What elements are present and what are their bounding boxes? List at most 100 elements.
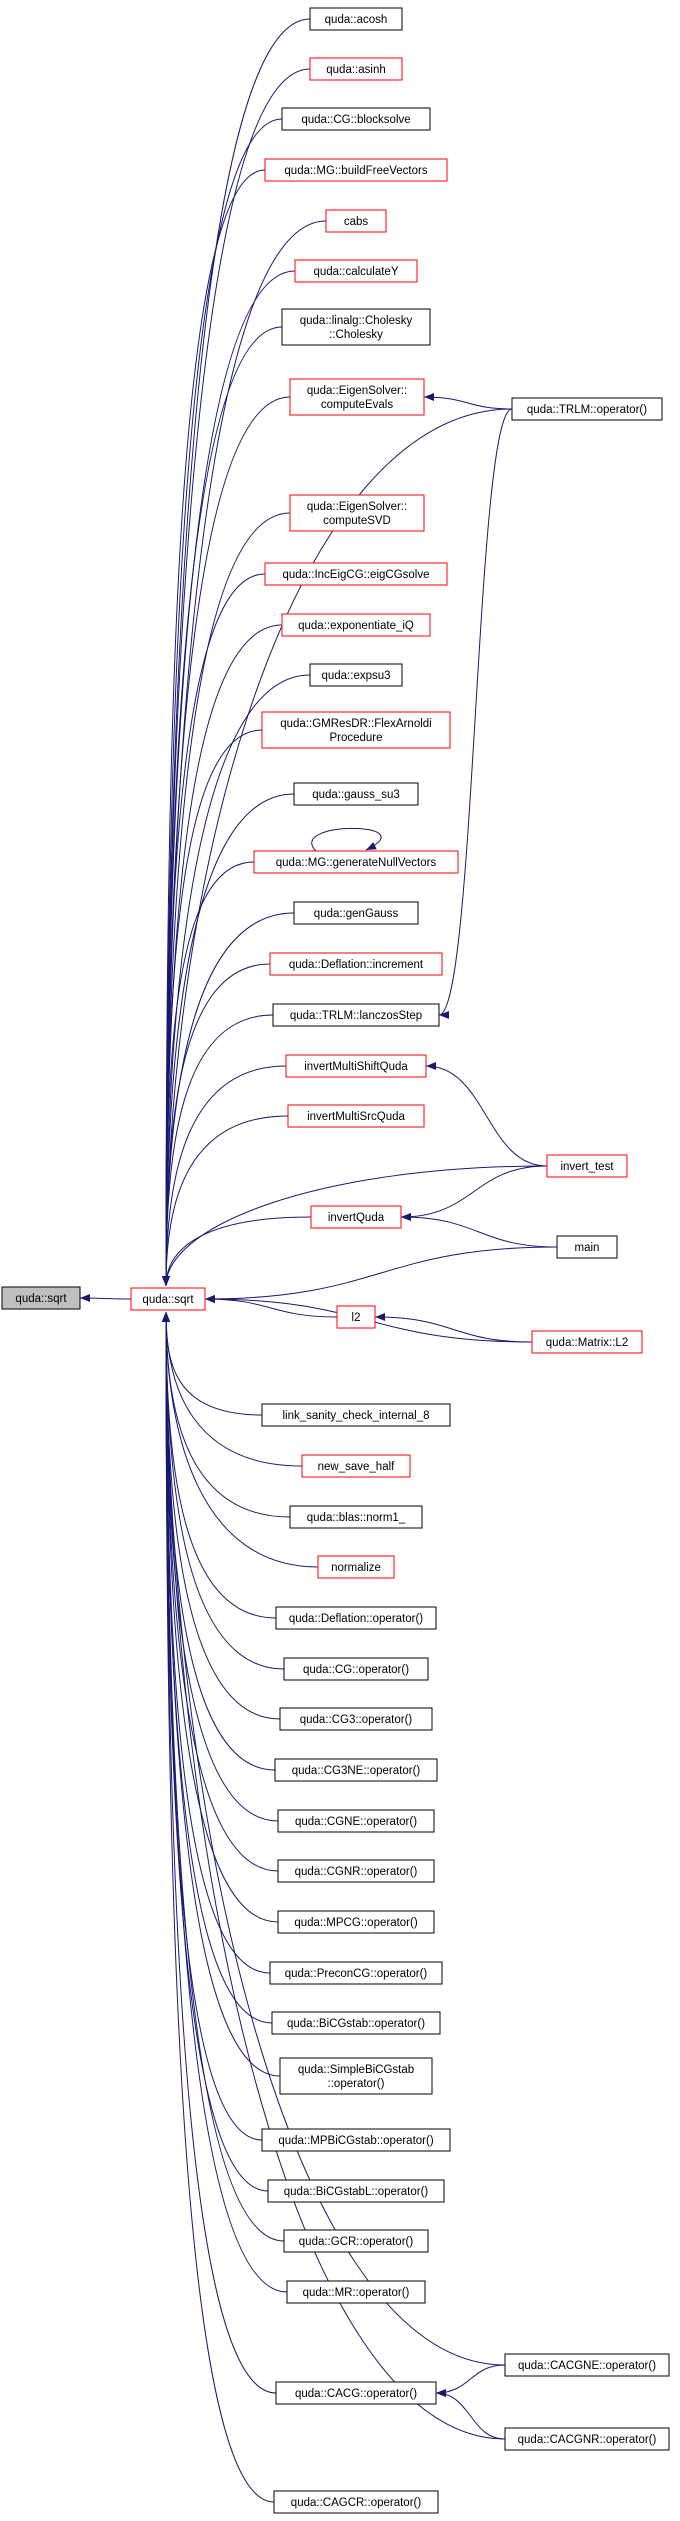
node-mrop[interactable]: quda::MR::operator() <box>286 2280 426 2304</box>
node-l2[interactable]: l2 <box>336 1305 376 1329</box>
node-inceig[interactable]: quda::IncEigCG::eigCGsolve <box>264 562 448 586</box>
node-lanczos[interactable]: quda::TRLM::lanczosStep <box>272 1003 440 1027</box>
node-sqrt_root: quda::sqrt <box>1 1286 81 1310</box>
node-cagcr[interactable]: quda::CAGCR::operator() <box>273 2490 439 2514</box>
node-label: quda::acosh <box>325 14 388 26</box>
node-gennull[interactable]: quda::MG::generateNullVectors <box>253 850 459 874</box>
node-label: quda::MR::operator() <box>303 2287 410 2299</box>
edge-inceig-to-sqrt <box>162 573 266 1287</box>
edge-computeSVD-to-sqrt <box>162 512 291 1287</box>
edge-gennull-to-gennull <box>311 827 382 852</box>
edge-mpbicg-to-sqrt <box>162 1311 263 2141</box>
edge-definc-to-sqrt <box>162 963 271 1287</box>
node-cacgnr[interactable]: quda::CACGNR::operator() <box>504 2427 670 2451</box>
node-computeSVD[interactable]: quda::EigenSolver::computeSVD <box>289 494 425 532</box>
node-bicgop[interactable]: quda::BiCGstab::operator() <box>271 2011 441 2035</box>
node-label: quda::MG::buildFreeVectors <box>284 165 427 177</box>
edge-inverttest-to-sqrt <box>162 1165 548 1287</box>
node-cacgop[interactable]: quda::CACG::operator() <box>275 2381 437 2405</box>
node-blocksolve[interactable]: quda::CG::blocksolve <box>281 107 431 131</box>
node-expiQ[interactable]: quda::exponentiate_iQ <box>281 613 431 637</box>
node-normalize[interactable]: normalize <box>317 1555 395 1579</box>
edge-invshift-to-sqrt <box>162 1065 287 1287</box>
node-box <box>279 2057 433 2095</box>
edge-buildfree-to-sqrt <box>162 169 266 1287</box>
node-box <box>283 1657 429 1681</box>
node-inverttest[interactable]: invert_test <box>546 1154 628 1178</box>
node-layer: quda::sqrt quda::sqrt quda::acoshquda::asi… <box>1 7 670 2514</box>
edge-matl2-to-l2 <box>374 1313 533 1343</box>
node-mpbicg[interactable]: quda::MPBiCGstab::operator() <box>261 2128 451 2152</box>
node-gausssu3[interactable]: quda::gauss_su3 <box>293 782 419 806</box>
node-label: quda::EigenSolver:: <box>307 501 407 513</box>
node-defop[interactable]: quda::Deflation::operator() <box>275 1606 437 1630</box>
node-trlmop[interactable]: quda::TRLM::operator() <box>511 397 663 421</box>
node-cgneop[interactable]: quda::CGNE::operator() <box>277 1809 435 1833</box>
node-buildfree[interactable]: quda::MG::buildFreeVectors <box>264 158 448 182</box>
node-label: quda::CG3::operator() <box>300 1714 413 1726</box>
node-label: quda::blas::norm1_ <box>307 1512 406 1524</box>
node-newsave[interactable]: new_save_half <box>301 1454 411 1478</box>
node-label: quda::exponentiate_iQ <box>298 620 414 632</box>
node-norm1[interactable]: quda::blas::norm1_ <box>289 1505 423 1529</box>
node-label: quda::sqrt <box>142 1294 194 1306</box>
node-sqrt[interactable]: quda::sqrt <box>130 1287 206 1311</box>
node-asinh[interactable]: quda::asinh <box>309 57 403 81</box>
node-box <box>283 2229 429 2253</box>
node-cholesky[interactable]: quda::linalg::Cholesky::Cholesky <box>281 308 431 346</box>
node-label: quda::BiCGstabL::operator() <box>284 2186 429 2198</box>
node-invquda[interactable]: invertQuda <box>310 1205 402 1229</box>
edge-simplebicg-to-sqrt <box>162 1311 281 2077</box>
node-label: quda::CG3NE::operator() <box>292 1765 421 1777</box>
edge-trlmop-to-computeEvals <box>423 393 513 410</box>
node-label: quda::expsu3 <box>321 670 390 682</box>
node-label: l2 <box>352 1312 361 1324</box>
node-bicglop[interactable]: quda::BiCGstabL::operator() <box>267 2179 445 2203</box>
edge-blocksolve-to-sqrt <box>162 118 283 1287</box>
node-box <box>504 2427 670 2451</box>
node-cg3neop[interactable]: quda::CG3NE::operator() <box>274 1758 438 1782</box>
node-cg3op[interactable]: quda::CG3::operator() <box>279 1707 433 1731</box>
edge-invquda-to-sqrt <box>162 1216 312 1287</box>
node-cabs[interactable]: cabs <box>325 209 387 233</box>
node-gengauss[interactable]: quda::genGauss <box>293 901 419 925</box>
node-label: quda::CG::operator() <box>303 1664 409 1676</box>
node-label: computeEvals <box>321 399 393 411</box>
node-gcrop[interactable]: quda::GCR::operator() <box>283 2229 429 2253</box>
node-simplebicg[interactable]: quda::SimpleBiCGstab::operator() <box>279 2057 433 2095</box>
node-label: quda::MG::generateNullVectors <box>276 857 437 869</box>
node-label: invertMultiSrcQuda <box>307 1111 405 1123</box>
node-box <box>289 378 425 416</box>
node-label: quda::CGNR::operator() <box>295 1866 418 1878</box>
node-definc[interactable]: quda::Deflation::increment <box>269 952 443 976</box>
node-preconop[interactable]: quda::PreconCG::operator() <box>269 1961 443 1985</box>
node-cacgne[interactable]: quda::CACGNE::operator() <box>504 2353 670 2377</box>
node-main[interactable]: main <box>556 1235 618 1259</box>
edge-main-to-sqrt <box>204 1246 558 1303</box>
node-computeEvals[interactable]: quda::EigenSolver::computeEvals <box>289 378 425 416</box>
node-box <box>301 1454 411 1478</box>
node-label: normalize <box>331 1562 381 1574</box>
node-label: quda::CGNE::operator() <box>295 1816 417 1828</box>
node-box <box>264 158 448 182</box>
node-mpcgop[interactable]: quda::MPCG::operator() <box>277 1910 435 1934</box>
node-box <box>309 57 403 81</box>
node-calcY[interactable]: quda::calculateY <box>294 259 418 283</box>
node-acosh[interactable]: quda::acosh <box>309 7 403 31</box>
node-expsu3[interactable]: quda::expsu3 <box>309 663 403 687</box>
node-box <box>281 308 431 346</box>
node-label: new_save_half <box>318 1461 396 1473</box>
edge-inverttest-to-invquda <box>400 1165 548 1221</box>
node-invsrc[interactable]: invertMultiSrcQuda <box>287 1104 425 1128</box>
node-cgop[interactable]: quda::CG::operator() <box>283 1657 429 1681</box>
node-linksanity[interactable]: link_sanity_check_internal_8 <box>261 1403 451 1427</box>
node-box <box>281 613 431 637</box>
node-label: quda::Deflation::operator() <box>289 1613 423 1625</box>
node-box <box>261 2128 451 2152</box>
node-invshift[interactable]: invertMultiShiftQuda <box>285 1054 427 1078</box>
node-matl2[interactable]: quda::Matrix::L2 <box>531 1330 643 1354</box>
node-label: quda::sqrt <box>15 1293 67 1305</box>
edge-cacgnr-to-cacgop <box>435 2389 506 2440</box>
node-cgnrop[interactable]: quda::CGNR::operator() <box>277 1859 435 1883</box>
